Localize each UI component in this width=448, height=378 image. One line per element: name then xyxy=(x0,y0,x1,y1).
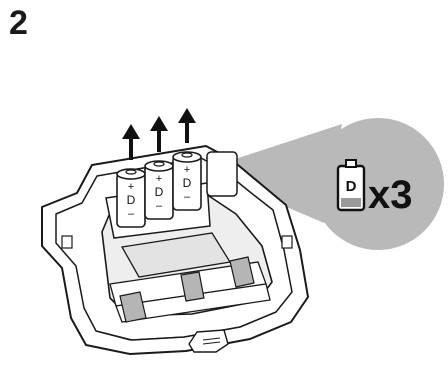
battery-3: + D – xyxy=(172,151,202,211)
battery-slot-lower xyxy=(115,283,271,323)
step-number: 2 xyxy=(9,4,28,42)
battery-1-label: D xyxy=(127,193,136,207)
battery-2-positive: + xyxy=(156,173,162,185)
latch-grip xyxy=(202,341,221,345)
latch-grip xyxy=(202,337,221,341)
battery-1: + D – xyxy=(116,168,146,228)
cradle-clip xyxy=(206,151,238,197)
retaining-strap-middle xyxy=(180,271,205,302)
callout-pointer xyxy=(214,124,342,223)
front-latch xyxy=(188,329,229,353)
retaining-strap-right xyxy=(229,256,255,288)
battery-icon: D xyxy=(336,159,366,212)
arrow-up-icon xyxy=(122,124,140,160)
side-tab-right xyxy=(281,235,293,249)
battery-2-negative: – xyxy=(156,200,163,212)
retaining-strap-left xyxy=(119,291,147,323)
battery-1-positive: + xyxy=(128,181,134,193)
battery-3-negative: – xyxy=(184,191,191,203)
battery-2: + D – xyxy=(144,160,174,220)
arrow-up-icon xyxy=(150,116,168,152)
front-edge xyxy=(95,311,277,341)
callout-quantity: x3 xyxy=(368,173,413,217)
arrow-up-icon xyxy=(178,108,196,143)
battery-1-negative: – xyxy=(128,208,135,220)
callout-battery-type: D xyxy=(346,178,357,195)
battery-3-positive: + xyxy=(184,164,190,176)
battery-3-label: D xyxy=(183,176,192,190)
callout-circle xyxy=(312,118,444,250)
battery-2-label: D xyxy=(155,185,164,199)
side-tab-left xyxy=(61,235,73,249)
